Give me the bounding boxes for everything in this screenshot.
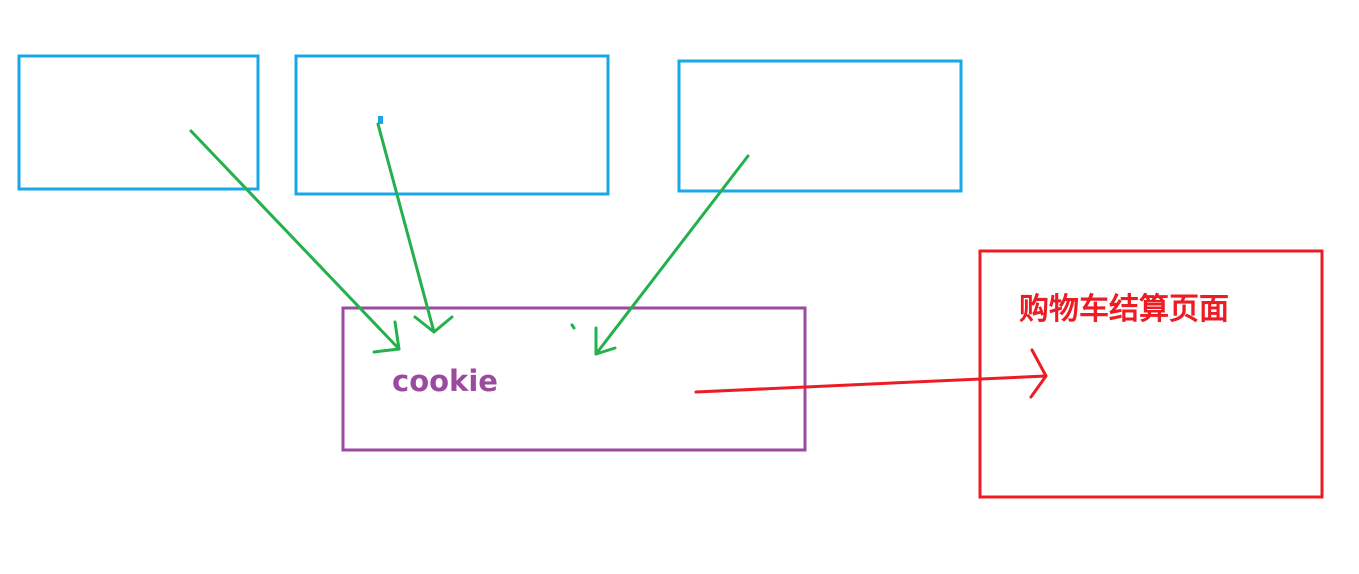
cookie-label: cookie: [392, 364, 498, 398]
source-box-3: [677, 59, 963, 193]
marker-dot: [378, 116, 383, 124]
arrow-box1-to-cookie: [189, 129, 401, 354]
arrow-box2-to-cookie: [376, 122, 454, 334]
source-box-2: [294, 54, 610, 196]
checkout-label: 购物车结算页面: [1019, 292, 1229, 327]
checkout-box: [978, 249, 1324, 499]
arrow-box3-to-cookie: [594, 154, 750, 356]
arrow-cookie-to-checkout: [694, 348, 1048, 399]
source-box-1: [17, 54, 260, 191]
stray-mark: [570, 323, 576, 330]
cookie-box: [341, 306, 807, 452]
